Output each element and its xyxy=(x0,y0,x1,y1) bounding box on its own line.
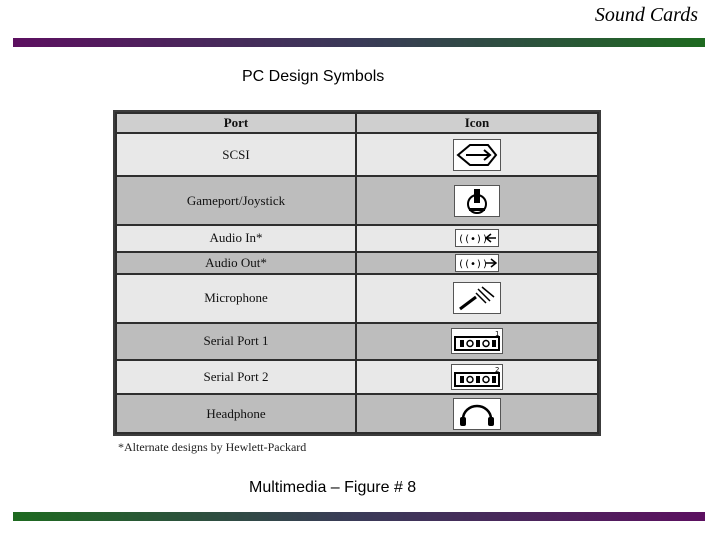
column-header-port: Port xyxy=(115,111,357,135)
microphone-icon xyxy=(453,282,501,315)
slide-title: PC Design Symbols xyxy=(242,68,385,85)
table-row: SCSI xyxy=(115,132,599,178)
scsi-icon xyxy=(453,138,501,171)
table-row: Serial Port 2 2 xyxy=(115,358,599,396)
port-name: Gameport/Joystick xyxy=(115,175,357,227)
port-name: Audio In* xyxy=(115,224,357,253)
port-name: Serial Port 2 xyxy=(115,358,357,396)
slide-header-title: Sound Cards xyxy=(594,4,698,26)
port-symbols-table: Port Icon SCSI Gameport/Joystick xyxy=(115,111,599,434)
top-divider-band xyxy=(13,38,705,47)
svg-text:((•)): ((•)) xyxy=(458,234,488,245)
port-name: Headphone xyxy=(115,393,357,434)
column-header-icon: Icon xyxy=(355,111,599,135)
port-name: SCSI xyxy=(115,132,357,178)
audio-in-icon: ((•)) xyxy=(455,229,499,248)
table-footnote: *Alternate designs by Hewlett-Packard xyxy=(118,440,307,454)
table-row: Headphone xyxy=(115,393,599,434)
serial-port-1-icon: 1 xyxy=(451,328,503,355)
port-name: Microphone xyxy=(115,272,357,324)
serial-port-2-icon: 2 xyxy=(451,363,503,390)
joystick-icon xyxy=(454,184,500,217)
table-row: Gameport/Joystick xyxy=(115,175,599,227)
figure-caption: Multimedia – Figure # 8 xyxy=(249,479,417,496)
table-row: Audio In* ((•)) xyxy=(115,224,599,253)
bottom-divider-band xyxy=(13,512,705,521)
port-name: Serial Port 1 xyxy=(115,321,357,361)
table-row: Serial Port 1 1 xyxy=(115,321,599,361)
table-row: Audio Out* ((•)) xyxy=(115,250,599,275)
svg-text:((•)): ((•)) xyxy=(458,259,488,270)
headphone-icon xyxy=(453,397,501,430)
audio-out-icon: ((•)) xyxy=(455,253,499,272)
serial-port-number: 1 xyxy=(495,330,499,338)
port-name: Audio Out* xyxy=(115,250,357,275)
port-symbols-figure: Port Icon SCSI Gameport/Joystick xyxy=(113,110,601,436)
table-row: Microphone xyxy=(115,272,599,324)
serial-port-number: 2 xyxy=(495,366,499,374)
